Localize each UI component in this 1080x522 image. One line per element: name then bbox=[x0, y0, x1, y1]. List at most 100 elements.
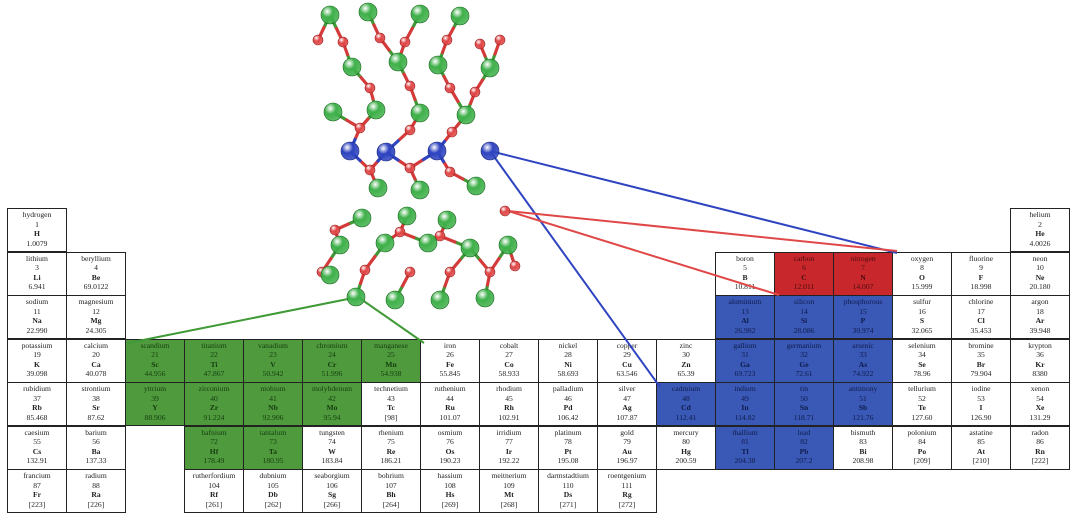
connector-line-red-b bbox=[507, 210, 898, 252]
atomic-number: 2 bbox=[1038, 219, 1042, 229]
atomic-number: 5 bbox=[743, 263, 747, 273]
atomic-mass: [262] bbox=[264, 499, 282, 509]
bond-32 bbox=[371, 97, 378, 112]
atom-green-3 bbox=[450, 6, 470, 26]
element-name: roentgenium bbox=[607, 471, 647, 480]
element-name: silicon bbox=[793, 297, 815, 306]
element-name: indium bbox=[734, 384, 756, 393]
atomic-mass: 180.95 bbox=[262, 456, 284, 466]
element-name: arsenic bbox=[852, 340, 874, 350]
atomic-number: 46 bbox=[564, 393, 572, 403]
bond-58 bbox=[329, 243, 342, 261]
atomic-number: 54 bbox=[1036, 393, 1044, 403]
atomic-mass: 192.22 bbox=[498, 456, 520, 466]
atomic-mass: 6.941 bbox=[28, 282, 46, 292]
bond-30 bbox=[331, 110, 349, 122]
element-symbol: Cr bbox=[327, 359, 337, 369]
element-name: mercury bbox=[673, 427, 699, 437]
atomic-mass: 4.0026 bbox=[1029, 238, 1051, 248]
element-symbol: P bbox=[860, 316, 866, 326]
element-symbol: N bbox=[860, 272, 866, 282]
bond-26 bbox=[488, 52, 497, 70]
element-symbol: Ga bbox=[740, 359, 750, 369]
atomic-mass: 72.61 bbox=[795, 369, 813, 379]
atomic-mass: 74.922 bbox=[852, 369, 874, 379]
atomic-number: 28 bbox=[564, 350, 572, 360]
bond-82 bbox=[393, 284, 405, 302]
bond-44 bbox=[457, 113, 468, 126]
atom-green-11 bbox=[456, 105, 476, 125]
atom-red-5 bbox=[474, 38, 486, 50]
element-symbol: Fr bbox=[32, 490, 41, 500]
element-symbol: Hs bbox=[445, 490, 455, 500]
connector-line-green-right bbox=[357, 296, 425, 344]
element-name: dubnium bbox=[259, 471, 287, 480]
atomic-number: 78 bbox=[564, 437, 572, 447]
atomic-mass: 39.948 bbox=[1029, 325, 1051, 335]
bond-3 bbox=[334, 26, 345, 44]
bond-38 bbox=[413, 111, 422, 124]
atomic-number: 47 bbox=[623, 393, 631, 403]
bond-15 bbox=[378, 36, 391, 52]
bond-62 bbox=[383, 235, 395, 245]
element-name: gallium bbox=[733, 340, 757, 350]
atomic-mass: 39.098 bbox=[26, 369, 48, 379]
atomic-mass: 24.305 bbox=[85, 325, 107, 335]
element-name: radon bbox=[1031, 427, 1049, 437]
atom-green-13 bbox=[410, 180, 430, 200]
element-symbol: O bbox=[919, 272, 925, 282]
element-symbol: Al bbox=[741, 316, 749, 326]
element-name: helium bbox=[1029, 210, 1051, 219]
bond-8 bbox=[451, 14, 462, 30]
atomic-mass: 186.21 bbox=[380, 456, 402, 466]
element-symbol: Li bbox=[33, 272, 41, 282]
atom-green-25 bbox=[430, 290, 450, 310]
bond-95 bbox=[435, 139, 447, 153]
element-symbol: Xe bbox=[1035, 403, 1045, 413]
atomic-number: 21 bbox=[151, 350, 159, 360]
atomic-mass: 95.94 bbox=[323, 412, 341, 422]
element-symbol: Tl bbox=[741, 446, 749, 456]
atomic-mass: 112.41 bbox=[675, 412, 697, 422]
element-name: bromine bbox=[968, 340, 994, 350]
atomic-number: 31 bbox=[741, 350, 749, 360]
atom-green-23 bbox=[346, 287, 366, 307]
atomic-number: 1 bbox=[35, 219, 39, 229]
bond-59 bbox=[320, 256, 333, 274]
element-name: irridium bbox=[496, 427, 522, 437]
element-name: bismuth bbox=[850, 427, 876, 437]
atomic-mass: 14.007 bbox=[852, 282, 874, 292]
bond-28 bbox=[480, 66, 492, 82]
atomic-mass: 200.59 bbox=[675, 456, 697, 466]
bond-103 bbox=[421, 149, 439, 162]
atomic-mass: 47.867 bbox=[203, 369, 225, 379]
element-symbol: H bbox=[34, 229, 40, 239]
atomic-number: 84 bbox=[918, 437, 926, 447]
atom-red-9 bbox=[444, 82, 456, 94]
element-symbol: Ir bbox=[505, 446, 513, 456]
element-name: calcium bbox=[83, 340, 109, 350]
bond-84 bbox=[438, 284, 447, 302]
atomic-mass: [210] bbox=[972, 456, 990, 466]
atom-red-10 bbox=[469, 86, 481, 98]
atom-red-23 bbox=[444, 266, 456, 278]
bond-61 bbox=[333, 228, 340, 240]
bond-86 bbox=[483, 283, 490, 300]
bond-13 bbox=[359, 75, 372, 90]
atomic-number: 17 bbox=[977, 306, 985, 316]
bond-47 bbox=[368, 168, 376, 181]
element-name: argon bbox=[1031, 297, 1049, 306]
bond-54 bbox=[401, 214, 409, 226]
element-name: gold bbox=[620, 427, 634, 437]
element-name: neon bbox=[1032, 253, 1048, 263]
